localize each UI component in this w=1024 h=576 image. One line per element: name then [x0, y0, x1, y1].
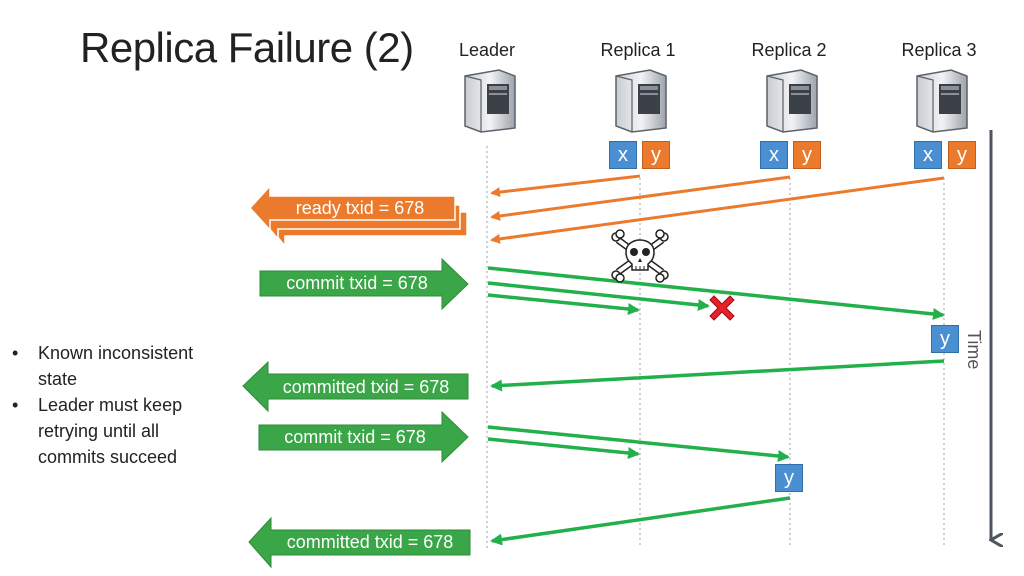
- skull-crossbones-icon: [611, 229, 669, 283]
- replica-1-item-y: y: [642, 141, 670, 169]
- commit-retry-arrow-replica-1: [487, 437, 640, 459]
- commit-message-label-1: commit txid = 678: [286, 273, 428, 293]
- replica-3-item-x: x: [914, 141, 942, 169]
- committed-message-label-1: committed txid = 678: [282, 377, 450, 397]
- committed-block-arrow-2: [248, 516, 471, 569]
- committed-message-label-2: committed txid = 678: [286, 532, 454, 552]
- ready-arrow-replica-2: [490, 175, 791, 221]
- notes-list: Known inconsistent state Leader must kee…: [10, 340, 230, 470]
- replica-1-label: Replica 1: [600, 40, 676, 60]
- replica-1-item-x: x: [609, 141, 637, 169]
- commit-retry-arrow-replica-2: [487, 425, 790, 462]
- slide-title: Replica Failure (2): [80, 24, 414, 71]
- replica-2-item-x: x: [760, 141, 788, 169]
- replica-3-item-y: y: [948, 141, 976, 169]
- replica-3-state-y: y: [931, 325, 959, 353]
- commit-block-arrow-1: [259, 257, 469, 311]
- committed-block-arrow-1: [242, 360, 469, 413]
- replica-2-item-y: y: [793, 141, 821, 169]
- commit-arrow-replica-3: [487, 266, 945, 320]
- leader-label: Leader: [458, 40, 516, 60]
- replica-2-label: Replica 2: [751, 40, 827, 60]
- replica-2-state-y: y: [775, 464, 803, 492]
- commit-message-label-2: commit txid = 678: [284, 427, 426, 447]
- commit-arrow-replica-1: [487, 293, 640, 315]
- server-icon: [464, 69, 516, 133]
- note-item: Known inconsistent state: [10, 340, 230, 392]
- committed-arrow-replica-3: [490, 359, 945, 392]
- commit-arrow-replica-2-lost: [487, 281, 710, 311]
- ready-arrow-replica-1: [490, 174, 641, 198]
- ready-block-arrow: [248, 184, 468, 249]
- server-icon: [766, 69, 818, 133]
- server-icon: [615, 69, 667, 133]
- ready-arrow-replica-3: [490, 176, 945, 244]
- replica-3-label: Replica 3: [901, 40, 977, 60]
- ready-message-label: ready txid = 678: [295, 198, 425, 218]
- red-x-icon: [709, 295, 735, 321]
- note-item: Leader must keep retrying until all comm…: [10, 392, 230, 470]
- commit-block-arrow-2: [258, 410, 469, 464]
- time-axis-label: Time: [964, 330, 984, 370]
- committed-arrow-replica-2: [490, 496, 791, 546]
- server-icon: [916, 69, 968, 133]
